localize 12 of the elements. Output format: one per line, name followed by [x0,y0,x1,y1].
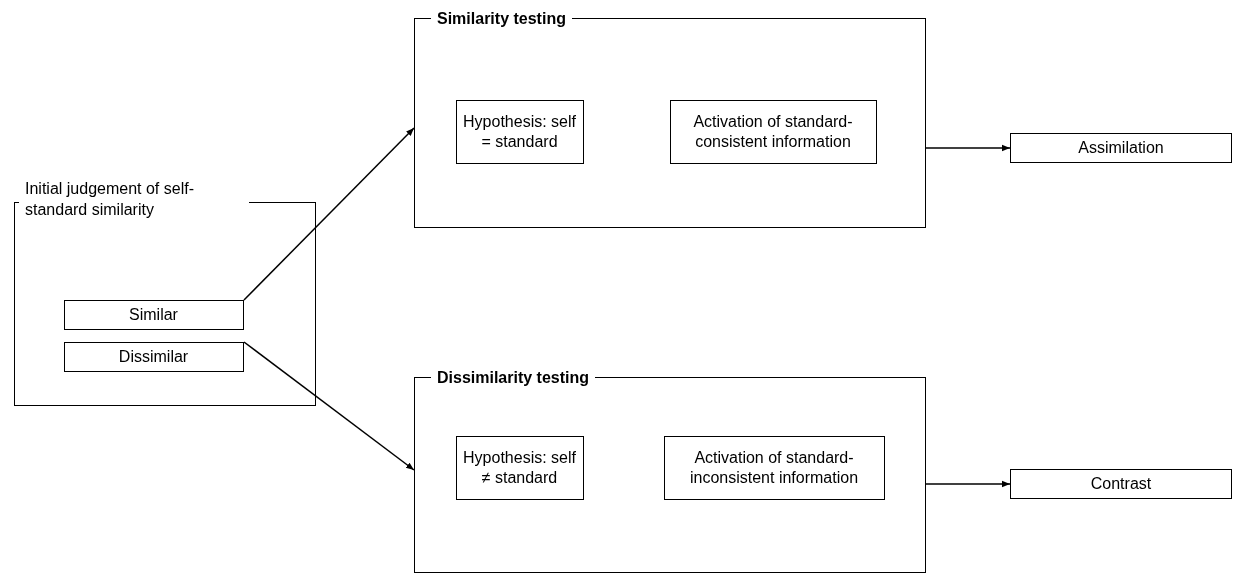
arrow [243,341,415,471]
process-box: Activation of standard-consistent information [669,99,877,164]
process-box: Activation of standard-inconsistent information [663,435,885,500]
arrow [925,144,1011,152]
process-box: Assimilation [1010,133,1232,163]
process-box: Dissimilar [63,341,244,372]
arrow [925,480,1011,488]
process-box: Hypothesis: self ≠ standard [455,435,584,500]
arrow [243,127,415,301]
process-box: Contrast [1010,469,1232,499]
process-box: Similar [63,299,244,330]
process-box: Hypothesis: self = standard [455,99,584,164]
